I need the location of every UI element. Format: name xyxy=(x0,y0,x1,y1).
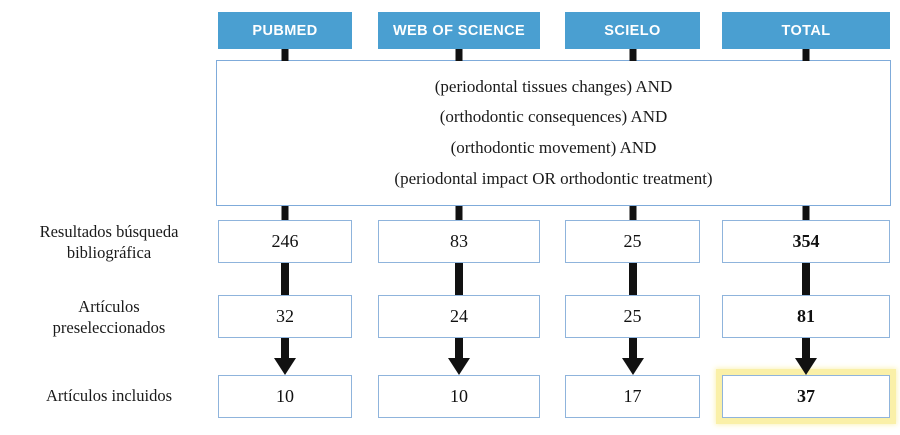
row-label-line: Artículos incluidos xyxy=(45,386,173,405)
cell-incluidos-pubmed: 10 xyxy=(218,375,352,418)
connector-header-to-query-web_of_science xyxy=(455,49,463,61)
connector-row1-to-row2-scielo xyxy=(628,263,637,295)
source-header-scielo[interactable]: SCIELO xyxy=(565,12,700,49)
cell-incluidos-scielo: 17 xyxy=(565,375,700,418)
search-strategy-line: (periodontal impact OR orthodontic treat… xyxy=(394,168,713,188)
connector-row1-to-row2-web_of_science xyxy=(455,263,463,295)
row-label-line: Resultados búsqueda xyxy=(39,222,179,241)
cell-preseleccionados-web_of_science: 24 xyxy=(378,295,540,338)
connector-query-to-row1-scielo xyxy=(629,206,636,220)
cell-incluidos-web_of_science: 10 xyxy=(378,375,540,418)
source-header-web_of_science[interactable]: WEB OF SCIENCE xyxy=(378,12,540,49)
connector-query-to-row1-pubmed xyxy=(281,206,289,220)
cell-incluidos-total: 37 xyxy=(722,375,890,418)
cell-preseleccionados-pubmed: 32 xyxy=(218,295,352,338)
connector-header-to-query-scielo xyxy=(629,49,636,61)
search-strategy-box: (periodontal tissues changes) AND (orthod… xyxy=(216,60,891,206)
arrow-head-row2-to-row3-scielo xyxy=(621,358,644,375)
source-header-pubmed[interactable]: PUBMED xyxy=(218,12,352,49)
connector-row2-to-row3-pubmed xyxy=(281,338,289,358)
cell-resultados-scielo: 25 xyxy=(565,220,700,263)
arrow-head-row2-to-row3-pubmed xyxy=(274,358,296,375)
search-strategy-line: (periodontal tissues changes) AND xyxy=(434,76,673,96)
connector-row2-to-row3-web_of_science xyxy=(455,338,463,358)
connector-row2-to-row3-total xyxy=(802,338,810,358)
cell-preseleccionados-total: 81 xyxy=(722,295,890,338)
cell-resultados-pubmed: 246 xyxy=(218,220,352,263)
connector-row1-to-row2-pubmed xyxy=(281,263,289,295)
connector-query-to-row1-total xyxy=(802,206,810,220)
source-header-total[interactable]: TOTAL xyxy=(722,12,890,49)
arrow-head-row2-to-row3-total xyxy=(795,358,817,375)
search-strategy-line: (orthodontic consequences) AND xyxy=(439,107,668,127)
search-strategy-line: (orthodontic movement) AND xyxy=(450,138,657,157)
cell-resultados-web_of_science: 83 xyxy=(378,220,540,263)
row-label-incluidos: Artículos incluidos xyxy=(8,386,210,407)
connector-header-to-query-pubmed xyxy=(281,49,289,61)
connector-header-to-query-total xyxy=(802,49,810,61)
connector-query-to-row1-web_of_science xyxy=(455,206,463,220)
row-label-line: Artículos xyxy=(78,297,140,316)
connector-row1-to-row2-total xyxy=(802,263,810,295)
cell-resultados-total: 354 xyxy=(722,220,890,263)
row-label-line: preseleccionados xyxy=(52,317,166,337)
cell-preseleccionados-scielo: 25 xyxy=(565,295,700,338)
connector-row2-to-row3-scielo xyxy=(628,338,637,358)
arrow-head-row2-to-row3-web_of_science xyxy=(448,358,470,375)
row-label-line: bibliográfica xyxy=(66,242,152,262)
